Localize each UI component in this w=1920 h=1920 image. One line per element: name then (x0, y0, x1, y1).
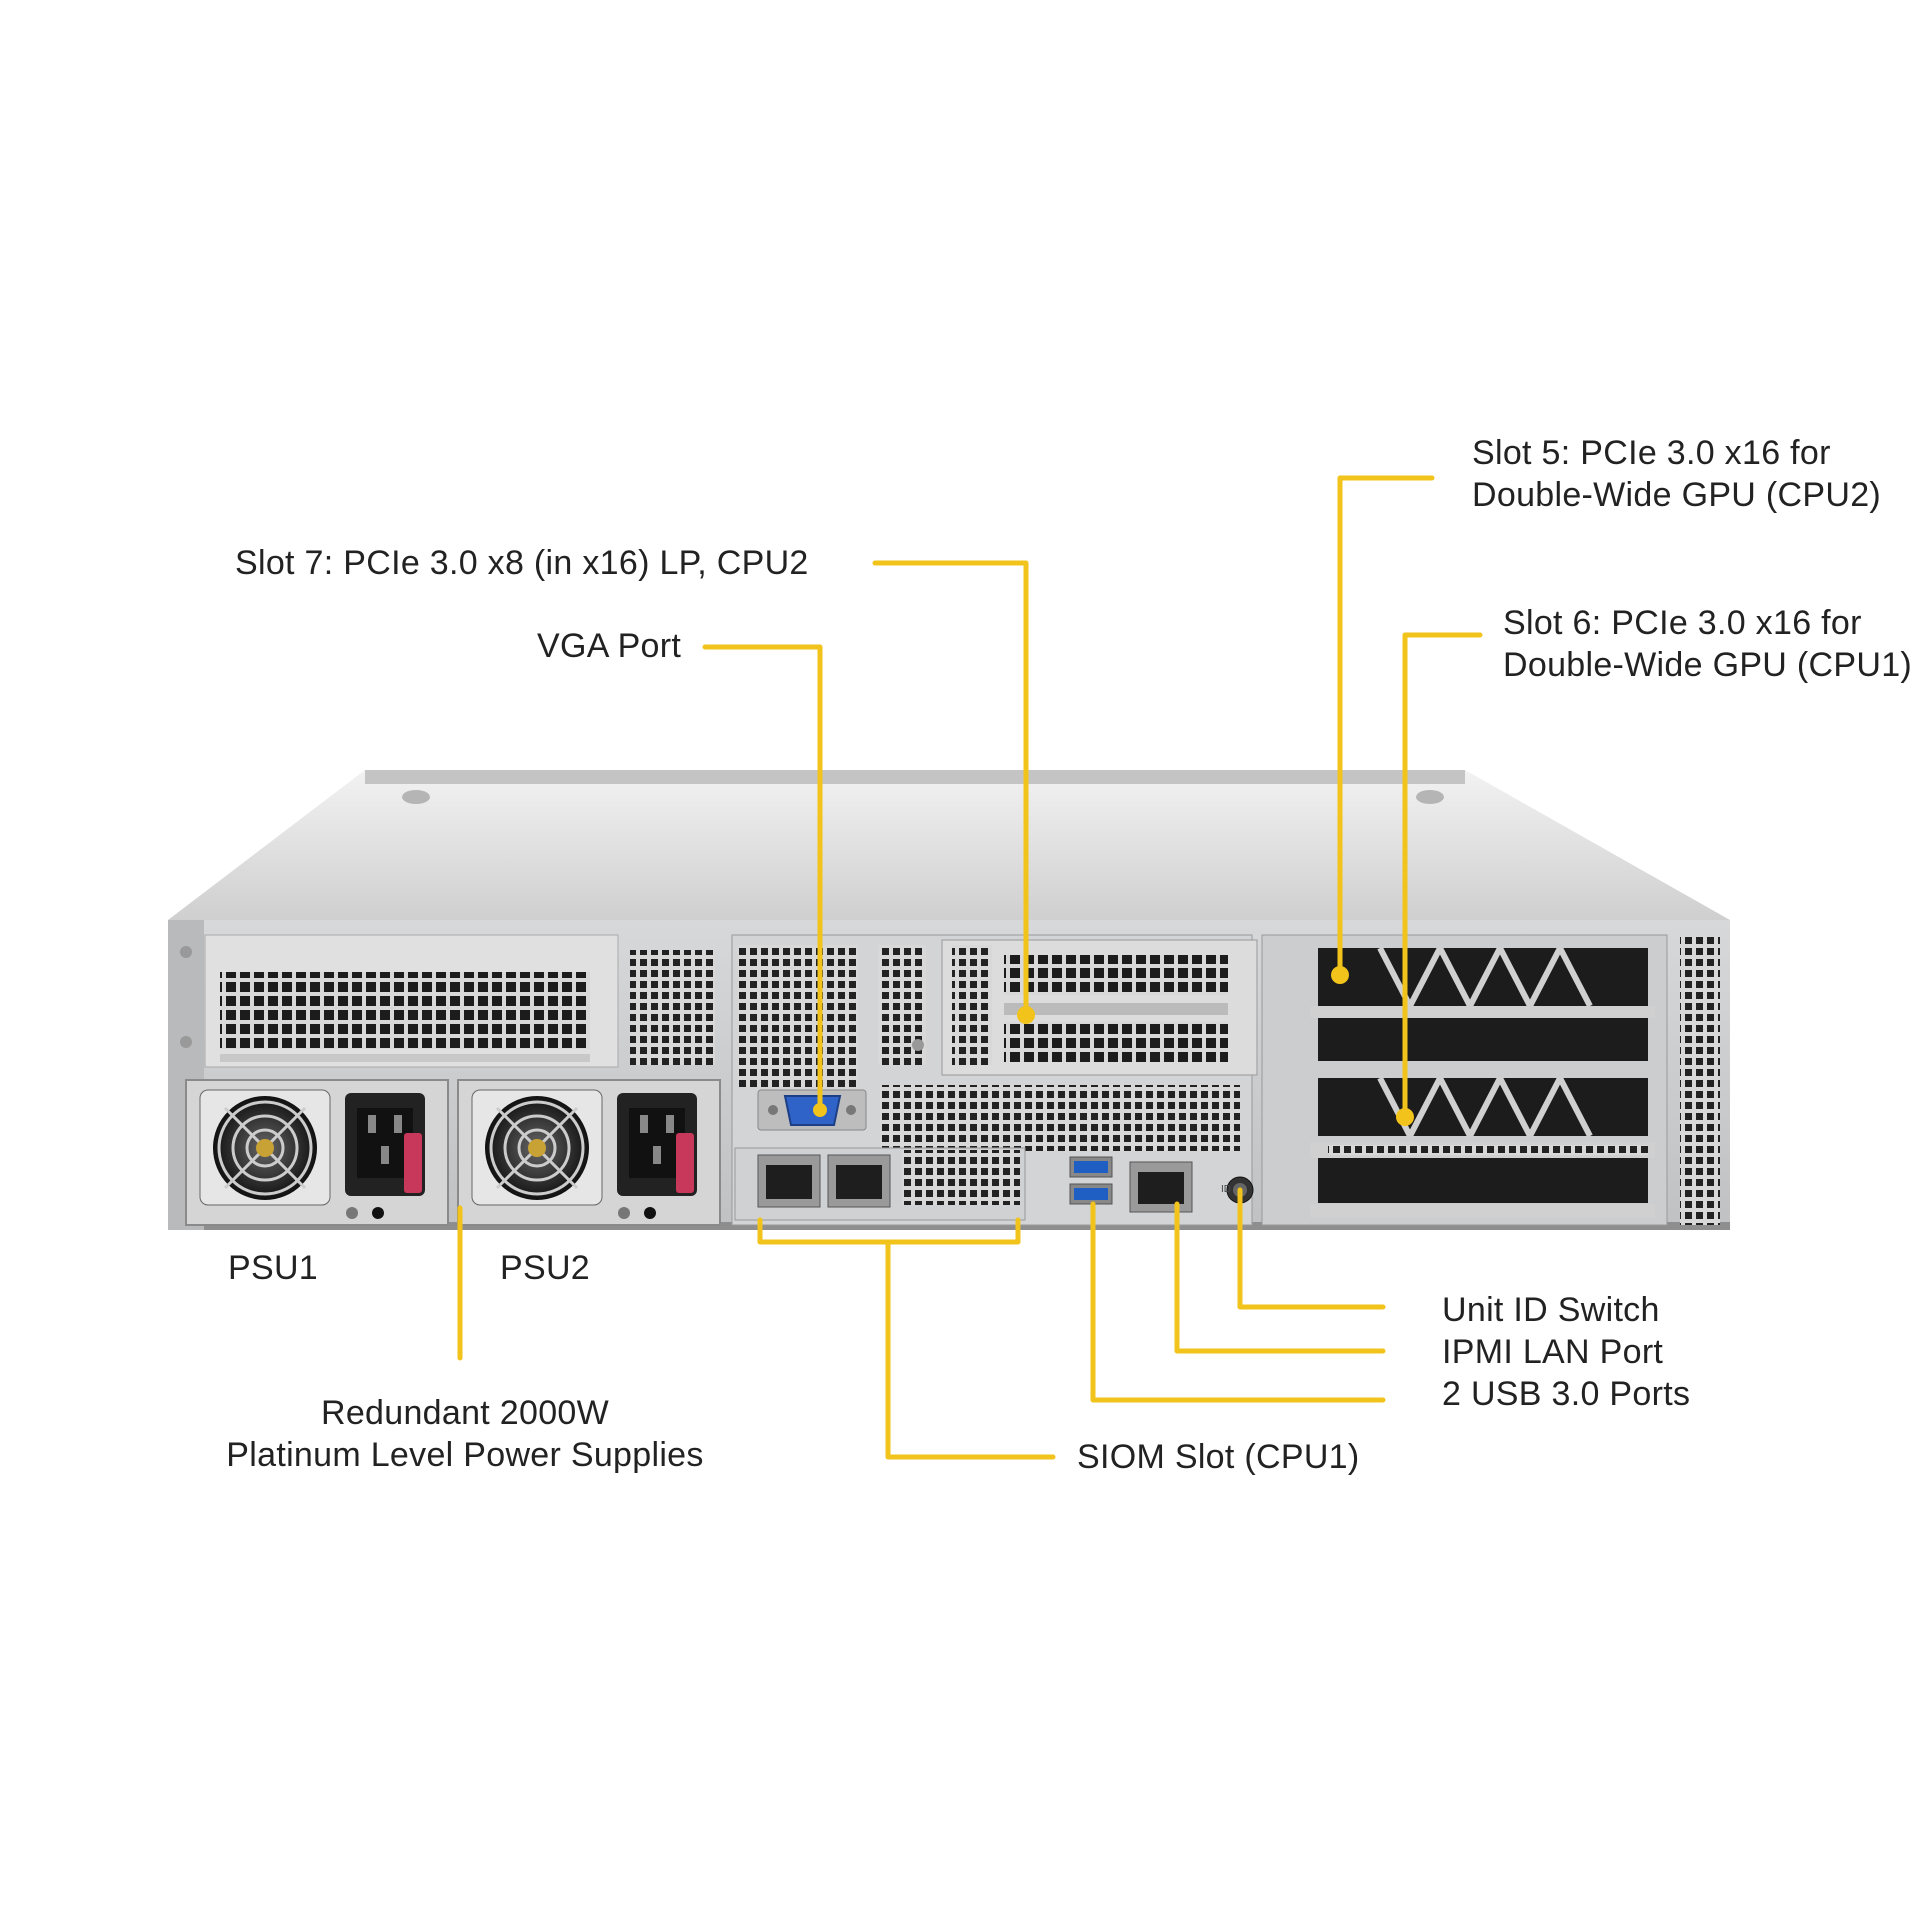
rj45-port-icon (757, 1154, 821, 1208)
label-slot6: Slot 6: PCIe 3.0 x16 for Double-Wide GPU… (1503, 604, 1913, 684)
label-usb-ports: 2 USB 3.0 Ports (1442, 1375, 1691, 1413)
psu2-module (457, 1079, 721, 1226)
callout-dot-slot6 (1396, 1108, 1414, 1126)
callout-dot-slot5 (1331, 966, 1349, 984)
callout-line-slot7 (872, 560, 1029, 1018)
label-slot5: Slot 5: PCIe 3.0 x16 for Double-Wide GPU… (1472, 434, 1882, 514)
svg-text:ID: ID (1221, 1184, 1231, 1195)
label-slot7: Slot 7: PCIe 3.0 x8 (in x16) LP, CPU2 (235, 544, 809, 582)
callout-dot-vga (813, 1103, 827, 1117)
label-siom-slot: SIOM Slot (CPU1) (1077, 1438, 1360, 1476)
callout-line-ipmi (1174, 1201, 1386, 1354)
slot7-lp-bracket (941, 939, 1258, 1076)
usb-port-icon (1069, 1156, 1113, 1205)
callout-line-siom (885, 1239, 1056, 1460)
psu-fan-icon (471, 1089, 603, 1206)
callout-line-vga (702, 644, 823, 1113)
label-psu1: PSU1 (228, 1249, 319, 1287)
callout-line-slot5 (1337, 475, 1435, 978)
label-unit-id-switch: Unit ID Switch (1442, 1291, 1660, 1329)
gpu-slot-panel (1261, 934, 1720, 1226)
chassis-top-lid (168, 770, 1730, 920)
rj45-port-icon (827, 1154, 891, 1208)
label-ipmi-lan-port: IPMI LAN Port (1442, 1333, 1664, 1371)
left-vent-panel (204, 934, 715, 1068)
label-psu2: PSU2 (500, 1249, 591, 1287)
callout-line-usb (1090, 1201, 1386, 1403)
siom-slot (734, 1147, 1026, 1221)
callout-line-uid (1237, 1187, 1386, 1310)
label-power-supplies: Redundant 2000W Platinum Level Power Sup… (226, 1394, 704, 1474)
vga-port-icon (757, 1089, 867, 1131)
label-vga-port: VGA Port (537, 627, 682, 665)
rj45-port-icon (1129, 1161, 1193, 1213)
callout-line-slot6 (1402, 632, 1483, 1120)
psu1-module (185, 1079, 449, 1226)
psu-fan-icon (199, 1089, 331, 1206)
callout-dot-slot7 (1017, 1006, 1035, 1024)
